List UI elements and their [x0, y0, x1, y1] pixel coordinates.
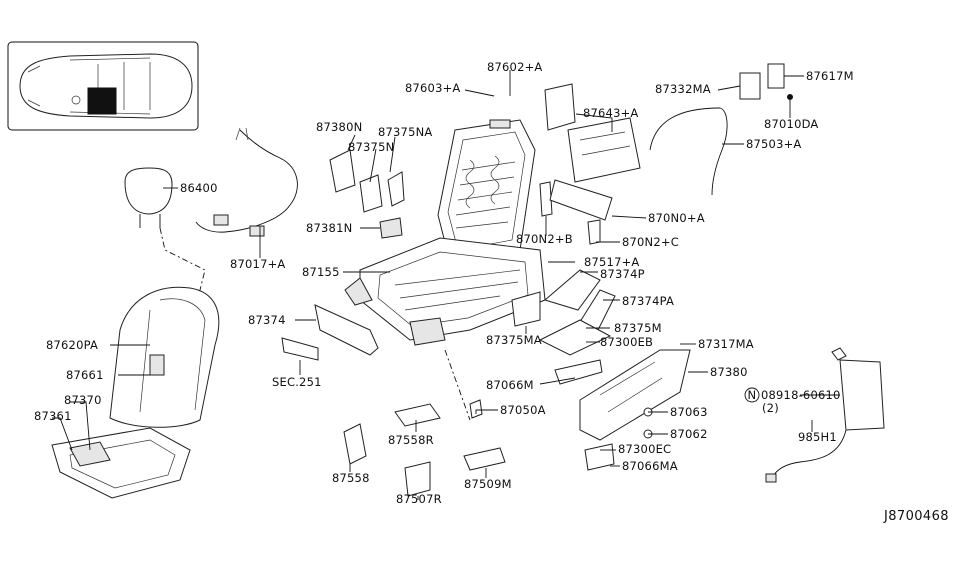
- small-brackets: [329, 149, 553, 239]
- label-87063: 87063: [670, 405, 708, 419]
- label-87517-a: 87517+A: [584, 255, 640, 269]
- label-87661: 87661: [66, 368, 104, 382]
- label-86400: 86400: [180, 181, 218, 195]
- label-87620pa: 87620PA: [46, 338, 98, 352]
- label-87375m: 87375M: [614, 321, 662, 335]
- seat-cushion-frame: [344, 237, 546, 346]
- label-87374p: 87374P: [600, 267, 645, 281]
- label-87300ec: 87300EC: [618, 442, 671, 456]
- label-87066m: 87066M: [486, 378, 534, 392]
- label-87374: 87374: [248, 313, 286, 327]
- outer-side-shield: [579, 349, 691, 441]
- label-87374pa: 87374PA: [622, 294, 674, 308]
- seat-back-frame: [437, 119, 536, 263]
- label-87558: 87558: [332, 471, 370, 485]
- label-985h1: 985H1: [798, 430, 837, 444]
- label-87050a: 87050A: [500, 403, 546, 417]
- side-trim-strips: [281, 304, 612, 385]
- label-87603-a: 87603+A: [405, 81, 461, 95]
- seat-cushion-cover: [51, 427, 191, 499]
- wire-harness: [195, 127, 298, 237]
- label-87370: 87370: [64, 393, 102, 407]
- bolt-symbol-n: N: [748, 388, 757, 402]
- label-87062: 87062: [670, 427, 708, 441]
- label-87010da: 87010DA: [764, 117, 819, 131]
- label-870n0-a: 870N0+A: [648, 211, 705, 225]
- headrest: [124, 167, 173, 228]
- label-87375n: 87375N: [348, 140, 394, 154]
- label-87332ma: 87332MA: [655, 82, 711, 96]
- label-87361: 87361: [34, 409, 72, 423]
- label-qty-2: (2): [762, 401, 779, 415]
- leader-lines: [52, 70, 840, 500]
- highlighted-seat-marker: [87, 87, 117, 115]
- label-87380: 87380: [710, 365, 748, 379]
- label-87017-a: 87017+A: [230, 257, 286, 271]
- diagram-id: J8700468: [883, 509, 949, 524]
- label-87503-a: 87503+A: [746, 137, 802, 151]
- seat-back-cover: [109, 286, 220, 428]
- car-overview-thumbnail: [7, 41, 199, 131]
- label-08918-60610: 08918-60610: [761, 388, 841, 402]
- label-87643-a: 87643+A: [583, 106, 639, 120]
- bolt-callout: N 08918-60610 (2) 985H1: [744, 387, 841, 444]
- label-87380n: 87380N: [316, 120, 362, 134]
- label-87300eb: 87300EB: [600, 335, 653, 349]
- small-parts-bottom: [343, 399, 653, 497]
- label-sec251: SEC.251: [272, 375, 322, 389]
- label-87617m: 87617M: [806, 69, 854, 83]
- lower-rail-brackets: [511, 179, 616, 331]
- label-87558r: 87558R: [388, 433, 434, 447]
- back-board: [544, 83, 641, 183]
- label-87375ma: 87375MA: [486, 333, 542, 347]
- label-87602-a: 87602+A: [487, 60, 543, 74]
- side-airbag-module: [765, 347, 885, 483]
- label-87317ma: 87317MA: [698, 337, 754, 351]
- label-87375na: 87375NA: [378, 125, 432, 139]
- label-870n2-b: 870N2+B: [516, 232, 573, 246]
- switch-assembly: [649, 63, 793, 196]
- label-87509m: 87509M: [464, 477, 512, 491]
- label-870n2-c: 870N2+C: [622, 235, 679, 249]
- part-labels: 87602+A 87603+A 87643+A 87332MA 87617M 8…: [34, 60, 854, 506]
- label-87155: 87155: [302, 265, 340, 279]
- label-87507r: 87507R: [396, 492, 442, 506]
- label-87381n: 87381N: [306, 221, 352, 235]
- label-87066ma: 87066MA: [622, 459, 678, 473]
